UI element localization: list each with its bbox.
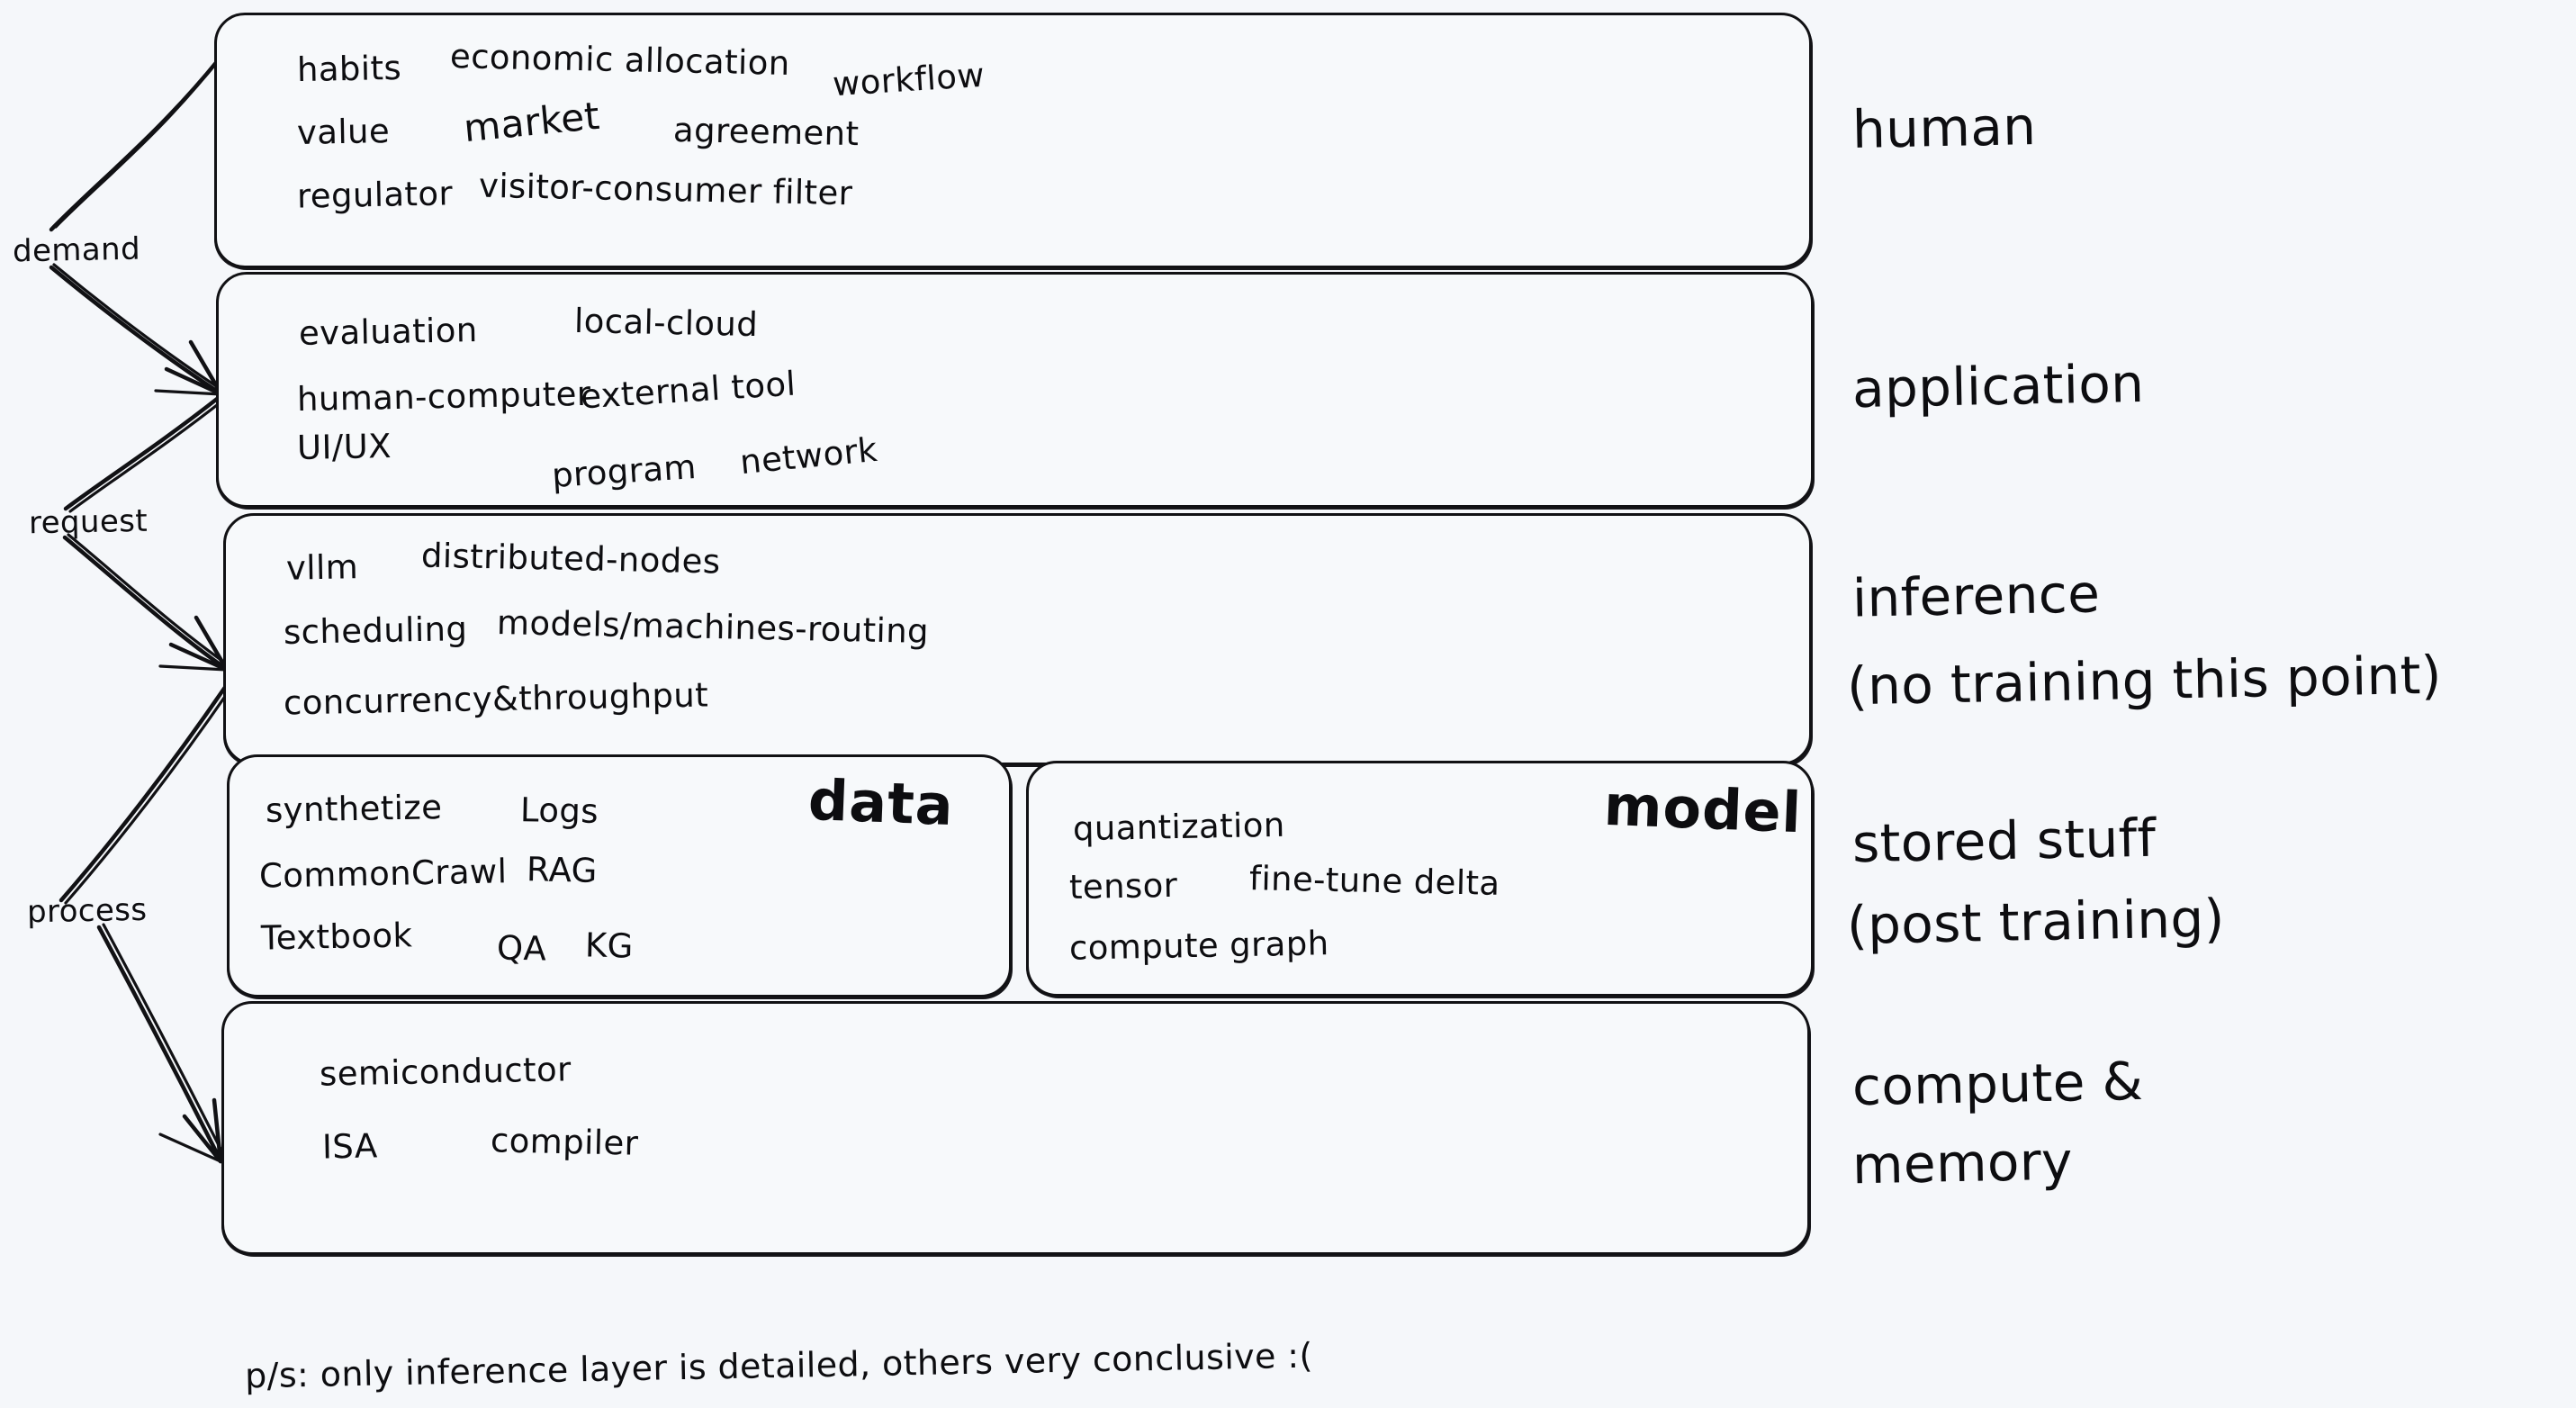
token-compute-graph: compute graph [1068,924,1329,968]
edge-demand [49,54,223,232]
token-vllm: vllm [285,547,359,588]
side-label-inference-note: (no training this point) [1846,644,2443,718]
token-qa: QA [496,928,547,969]
token-textbook: Textbook [260,916,413,958]
token-tensor: tensor [1068,865,1178,907]
token-rag: RAG [526,850,599,890]
layer-box-model[interactable] [1026,761,1814,997]
token-agreement: agreement [672,110,860,154]
layer-box-application[interactable] [216,272,1814,508]
side-label-stored: stored stuff [1851,807,2157,875]
layer-box-data[interactable] [227,754,1012,997]
edge-label-request: request [28,502,149,542]
token-quantization: quantization [1072,805,1286,849]
token-commoncrawl: CommonCrawl [258,852,508,896]
token-scheduling: scheduling [283,609,468,652]
token-economic-allocation: economic allocation [449,37,791,83]
token-distributed-nodes: distributed-nodes [420,536,721,582]
edge-process-tail [59,683,232,905]
token-compiler: compiler [490,1121,639,1163]
layer-box-human[interactable] [214,13,1812,268]
token-local-cloud: local-cloud [573,301,759,345]
token-logs: Logs [519,790,599,831]
layer-box-inference[interactable] [223,513,1812,765]
token-isa: ISA [321,1126,379,1167]
token-fine-tune-delta: fine-tune delta [1248,859,1500,903]
token-synthetize: synthetize [265,788,443,830]
side-label-stored-note: (post training) [1846,887,2226,957]
token-program: program [550,447,698,496]
edge-request [62,533,230,672]
token-human-computer: human-computer [296,374,591,420]
data-box-tag: data [806,766,956,839]
edge-label-process: process [26,891,148,931]
model-box-tag: model [1602,772,1804,846]
side-label-application: application [1851,352,2145,420]
token-kg: KG [584,925,635,966]
token-regulator: regulator [296,174,454,216]
side-label-human: human [1851,95,2037,160]
token-ui-ux: UI/UX [296,426,392,468]
side-label-compute: compute & [1851,1050,2144,1118]
edge-label-demand: demand [12,230,141,270]
token-evaluation: evaluation [298,311,479,353]
layer-box-compute[interactable] [221,1001,1810,1255]
token-value: value [296,112,391,152]
side-label-inference: inference [1851,563,2101,629]
token-semiconductor: semiconductor [319,1050,572,1094]
edge-request-tail [63,393,227,513]
edge-demand-arrow [49,263,225,397]
edge-process [96,923,225,1164]
footnote: p/s: only inference layer is detailed, o… [244,1335,1314,1396]
token-models-machines-routing: models/machines-routing [496,602,930,652]
side-label-memory: memory [1851,1130,2074,1196]
token-habits: habits [296,48,402,90]
token-concurrency-throughput: concurrency&throughput [283,675,709,723]
token-workflow: workflow [831,55,986,104]
token-visitor-consumer-filter: visitor-consumer filter [478,166,853,213]
